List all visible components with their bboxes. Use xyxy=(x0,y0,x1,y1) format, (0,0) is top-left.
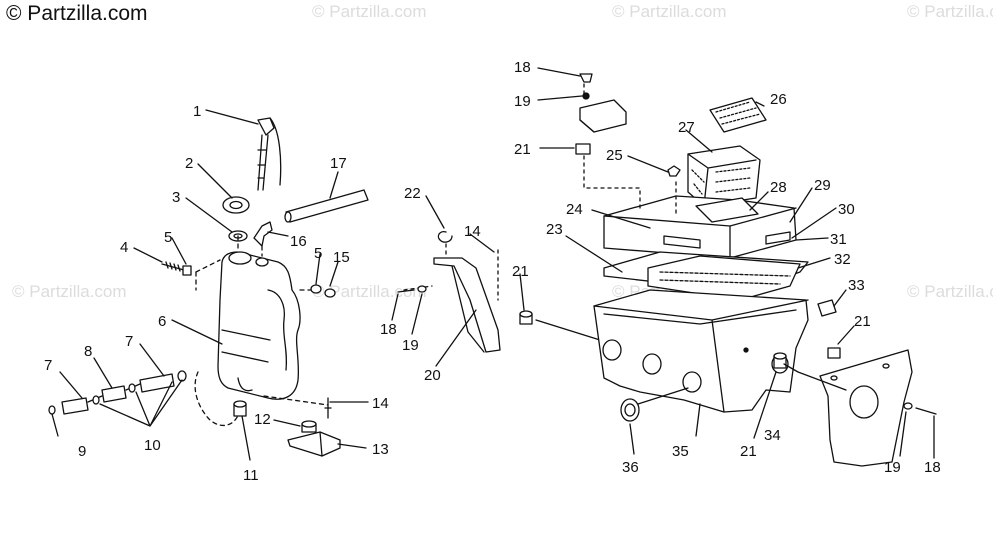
callout-20: 20 xyxy=(424,367,441,384)
callout-19: 19 xyxy=(402,337,419,354)
watermark-repeat: © Partzilla.com xyxy=(312,2,427,21)
callout-21: 21 xyxy=(740,443,757,460)
mount-bracket-part xyxy=(287,431,341,457)
washer-part xyxy=(903,402,913,410)
callout-7: 7 xyxy=(44,357,52,374)
bolt-part xyxy=(397,285,427,293)
callout-5: 5 xyxy=(314,245,322,262)
callout-29: 29 xyxy=(814,177,831,194)
callout-leaders xyxy=(51,67,935,461)
airbox-housing-part xyxy=(593,289,809,413)
callout-labels: 1 2 3 4 5 5 6 7 7 8 9 10 11 12 13 14 14 … xyxy=(44,59,941,484)
callout-34: 34 xyxy=(764,427,781,444)
callout-17: 17 xyxy=(330,155,347,172)
drain-hose-part xyxy=(48,370,187,415)
callout-15: 15 xyxy=(333,249,350,266)
callout-8: 8 xyxy=(84,343,92,360)
bolt-part xyxy=(161,261,192,276)
drain-fitting-part xyxy=(233,400,247,417)
callout-19: 19 xyxy=(514,93,531,110)
watermark-main: © Partzilla.com xyxy=(6,2,148,25)
fitting-part xyxy=(817,299,837,317)
washer-part xyxy=(310,284,336,298)
callout-21: 21 xyxy=(854,313,871,330)
callout-9: 9 xyxy=(78,443,86,460)
callout-23: 23 xyxy=(546,221,563,238)
filter-element-part xyxy=(647,255,801,301)
callout-18: 18 xyxy=(924,459,941,476)
grommet-part xyxy=(301,420,317,433)
assembly-guide-lines xyxy=(583,83,677,217)
callout-1: 1 xyxy=(193,103,201,120)
callout-27: 27 xyxy=(678,119,695,136)
bolt-part xyxy=(915,407,937,415)
tank-cap-part xyxy=(222,196,250,214)
callout-10: 10 xyxy=(144,437,161,454)
watermark-repeat: © Partzilla.com xyxy=(907,282,993,301)
callout-28: 28 xyxy=(770,179,787,196)
leader-line xyxy=(637,387,689,405)
vent-hose-part xyxy=(284,189,369,223)
watermark-repeat: © Partzilla.com xyxy=(612,2,727,21)
callout-32: 32 xyxy=(834,251,851,268)
callout-3: 3 xyxy=(172,189,180,206)
callout-13: 13 xyxy=(372,441,389,458)
hook-part xyxy=(437,230,453,243)
callout-12: 12 xyxy=(254,411,271,428)
callout-21: 21 xyxy=(512,263,529,280)
callout-33: 33 xyxy=(848,277,865,294)
callout-7: 7 xyxy=(125,333,133,350)
oil-tank-part xyxy=(217,251,301,400)
support-bracket-part xyxy=(433,257,501,353)
callout-16: 16 xyxy=(290,233,307,250)
airbox-bracket-part xyxy=(819,349,913,467)
airbox-lid-part xyxy=(603,195,797,259)
clip-part xyxy=(579,99,627,133)
leader-line xyxy=(535,319,601,341)
watermark-repeat: © Partzilla.com xyxy=(12,282,127,301)
foam-filter-part xyxy=(709,97,767,133)
callout-30: 30 xyxy=(838,201,855,218)
callout-21: 21 xyxy=(514,141,531,158)
grommet-part xyxy=(575,143,591,155)
callout-26: 26 xyxy=(770,91,787,108)
callout-11: 11 xyxy=(243,467,259,484)
callout-19: 19 xyxy=(884,459,901,476)
assembly-guide-lines xyxy=(194,235,329,427)
elbow-fitting-part xyxy=(253,221,273,247)
callout-4: 4 xyxy=(120,239,128,256)
grommet-part xyxy=(519,310,533,325)
screw-part xyxy=(579,73,593,100)
callout-22: 22 xyxy=(404,185,421,202)
callout-5: 5 xyxy=(164,229,172,246)
callout-18: 18 xyxy=(380,321,397,338)
callout-18: 18 xyxy=(514,59,531,76)
callout-31: 31 xyxy=(830,231,847,248)
callout-36: 36 xyxy=(622,459,639,476)
dipstick-part xyxy=(257,117,282,191)
callout-6: 6 xyxy=(158,313,166,330)
grommet-part xyxy=(773,347,841,369)
watermark-repeat: © Partzilla.com xyxy=(907,2,993,21)
callout-2: 2 xyxy=(185,155,193,172)
callout-14: 14 xyxy=(372,395,389,412)
callout-24: 24 xyxy=(566,201,583,218)
callout-25: 25 xyxy=(606,147,623,164)
callout-14: 14 xyxy=(464,223,481,240)
callout-35: 35 xyxy=(672,443,689,460)
pin-part xyxy=(324,397,332,419)
fastener-star-part xyxy=(667,165,681,177)
plug-part xyxy=(620,398,640,422)
